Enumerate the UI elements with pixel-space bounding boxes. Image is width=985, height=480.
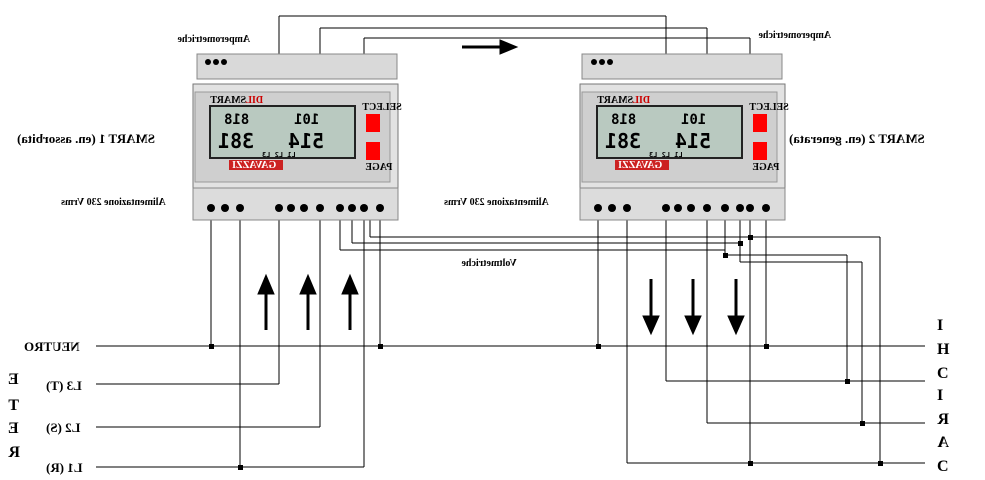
arrow-down-icon bbox=[684, 279, 702, 336]
label-l2: L2 (S) bbox=[46, 420, 80, 435]
meter1-model-tag: DIL bbox=[245, 95, 263, 106]
arrow-down-icon bbox=[642, 279, 660, 336]
meter1-brand: GAVAZZI bbox=[232, 160, 276, 171]
meter2-model-tag: DIL bbox=[632, 95, 650, 106]
label-l1: L1 (R) bbox=[46, 460, 82, 475]
meter1-model: SMART bbox=[210, 95, 246, 106]
meter2-name: SMART 2 (en. generata) bbox=[789, 131, 925, 146]
meter2-lcd-top-left: 818 bbox=[611, 112, 636, 128]
right-letter-3: C bbox=[937, 365, 949, 382]
label-l3: L3 (T) bbox=[46, 378, 82, 393]
arrow-up-icon bbox=[341, 273, 359, 330]
meter1-lcd-footer: L1 L2 L3 bbox=[262, 151, 296, 159]
right-letter-4: I bbox=[937, 387, 943, 404]
right-letter-5: R bbox=[937, 411, 949, 428]
meter1-supply-label: Alimentazione 230 Vrms bbox=[61, 197, 166, 208]
meter2-lcd-bottom-right: 514 bbox=[675, 129, 711, 153]
arrow-down-icon bbox=[727, 279, 745, 336]
meter2-lcd-bottom-left: 381 bbox=[605, 129, 641, 153]
arrow-up-icon bbox=[299, 273, 317, 330]
meter2-supply-label: Alimentazione 230 Vrms bbox=[444, 197, 549, 208]
meter1-name: SMART 1 (en. assorbita) bbox=[17, 131, 155, 146]
voltmeter-label: Voltmetriche bbox=[461, 258, 517, 269]
junction-dots bbox=[209, 235, 883, 470]
flow-arrows bbox=[257, 39, 745, 336]
meter1-lcd-bottom-left: 381 bbox=[218, 129, 254, 153]
right-letter-7: C bbox=[937, 458, 949, 475]
label-neutro: NEUTRO bbox=[24, 339, 80, 354]
right-letter-2: H bbox=[937, 341, 950, 358]
meter2-lcd-footer: L1 L2 L3 bbox=[649, 151, 683, 159]
left-letter-2: T bbox=[8, 397, 19, 414]
arrow-up-icon bbox=[257, 273, 275, 330]
meter-smart-1 bbox=[192, 53, 399, 221]
meter-smart-2 bbox=[579, 53, 786, 221]
right-letter-6: A bbox=[937, 434, 949, 451]
meter1-page: PAGE bbox=[365, 162, 392, 173]
meter2-brand: GAVAZZI bbox=[618, 160, 662, 171]
meter2-model: SMART bbox=[597, 95, 633, 106]
right-letter-1: I bbox=[937, 317, 943, 334]
meter1-lcd-top-right: 101 bbox=[294, 112, 319, 128]
meter2-page: PAGE bbox=[752, 162, 779, 173]
meter2-ammeter-label: Amperometriche bbox=[758, 30, 831, 41]
meter1-lcd-top-left: 818 bbox=[224, 112, 249, 128]
left-letter-3: E bbox=[8, 420, 19, 437]
meter1-select: SELECT bbox=[362, 102, 402, 113]
left-letter-4: R bbox=[8, 444, 20, 461]
meter2-select: SELECT bbox=[749, 102, 789, 113]
left-letter-1: E bbox=[8, 371, 19, 388]
meter2-lcd-top-right: 101 bbox=[681, 112, 706, 128]
arrow-right-icon bbox=[462, 39, 519, 55]
supply-lines bbox=[96, 15, 925, 468]
meter1-ammeter-label: Amperometriche bbox=[177, 34, 250, 45]
meter1-lcd-bottom-right: 514 bbox=[288, 129, 324, 153]
